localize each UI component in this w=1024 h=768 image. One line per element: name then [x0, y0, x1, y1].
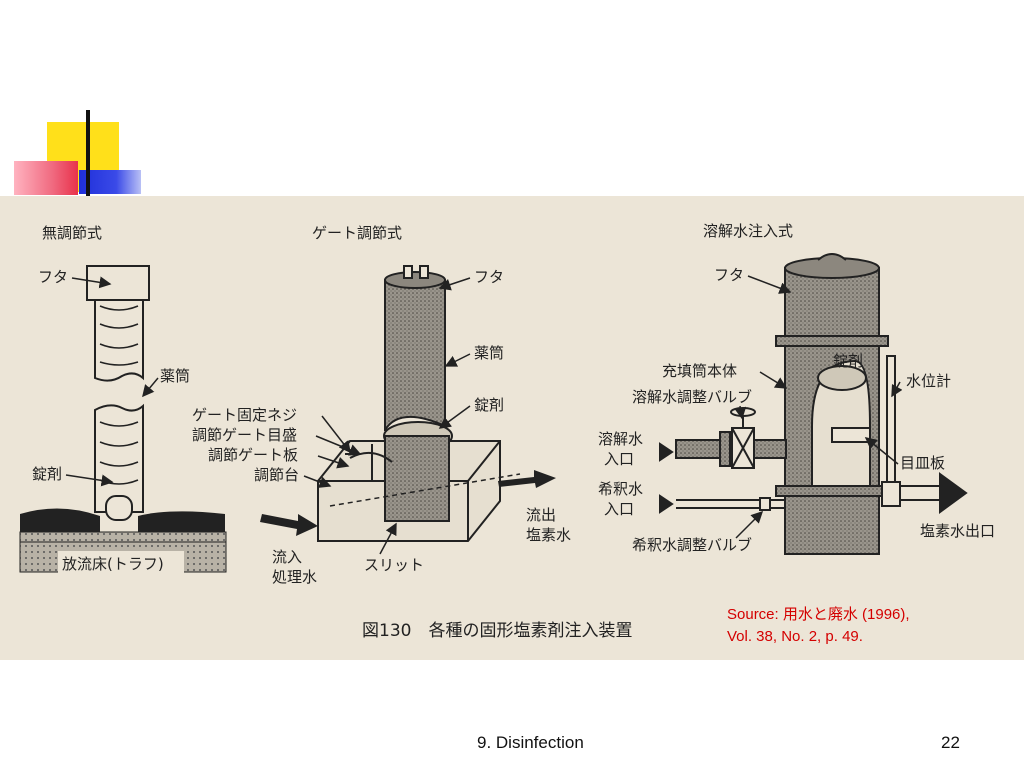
label-dissolve-valve: 溶解水調整バルブ: [632, 388, 752, 406]
center-title: ゲート調節式: [312, 224, 402, 242]
label-dilute-valve: 希釈水調整バルブ: [632, 536, 752, 554]
right-device: [659, 253, 968, 555]
label-futa-left: フタ: [38, 268, 68, 286]
right-title: 溶解水注入式: [703, 222, 793, 240]
source-line-1: Source: 用水と廃水 (1996),: [727, 606, 910, 623]
label-inflow-1: 流入: [272, 548, 302, 566]
label-adjust-base: 調節台: [254, 466, 299, 484]
label-gate-scale: 調節ゲート目盛: [192, 426, 297, 444]
label-outflow-1: 流出: [526, 506, 556, 524]
label-jouzai-right: 錠剤: [833, 352, 863, 370]
trough-floor: [19, 531, 227, 543]
decor-vertical-line: [86, 110, 90, 196]
label-packed-body: 充填筒本体: [662, 362, 737, 380]
trough-label-box: [58, 551, 184, 573]
label-trough: 放流床(トラフ): [62, 555, 164, 573]
source-line-2: Vol. 38, No. 2, p. 49.: [727, 628, 863, 645]
label-yakutou-left: 薬筒: [160, 367, 190, 385]
center-device: [317, 265, 501, 542]
label-jouzai-center: 錠剤: [474, 396, 504, 414]
source-citation: Source: 用水と廃水 (1996), Vol. 38, No. 2, p.…: [727, 604, 910, 648]
label-jouzai-left: 錠剤: [32, 465, 62, 483]
diagram-figure: 無調節式 フタ 薬筒 錠剤 放流床(トラフ) ゲート調節式 フタ 薬筒 錠剤 ゲ…: [19, 222, 995, 641]
left-title: 無調節式: [42, 224, 102, 242]
left-water-right: [138, 511, 225, 532]
center-arrows: [260, 470, 556, 536]
label-slit: スリット: [364, 556, 424, 574]
label-outflow-2: 塩素水: [526, 526, 571, 544]
label-yakutou-center: 薬筒: [474, 344, 504, 362]
label-gate-plate: 調節ゲート板: [208, 446, 298, 464]
label-chlorine-out: 塩素水出口: [920, 522, 995, 540]
page-number: 22: [941, 733, 960, 752]
label-dissolve-in-2: 入口: [604, 450, 634, 468]
figure-caption: 図130 各種の固形塩素剤注入装置: [362, 621, 632, 641]
label-dilute-in-2: 入口: [604, 500, 634, 518]
label-futa-center: フタ: [474, 268, 504, 286]
label-water-gauge: 水位計: [906, 372, 951, 390]
label-dissolve-in-1: 溶解水: [598, 430, 643, 448]
label-futa-right: フタ: [714, 266, 744, 284]
label-sieve-plate: 目皿板: [900, 454, 945, 472]
label-dilute-in-1: 希釈水: [598, 480, 643, 498]
footer-title: 9. Disinfection: [477, 733, 584, 752]
left-water: [20, 508, 100, 532]
label-inflow-2: 処理水: [272, 568, 317, 586]
label-gate-screw: ゲート固定ネジ: [192, 406, 297, 424]
left-device: [86, 265, 150, 521]
decor-red-bar: [14, 161, 78, 195]
